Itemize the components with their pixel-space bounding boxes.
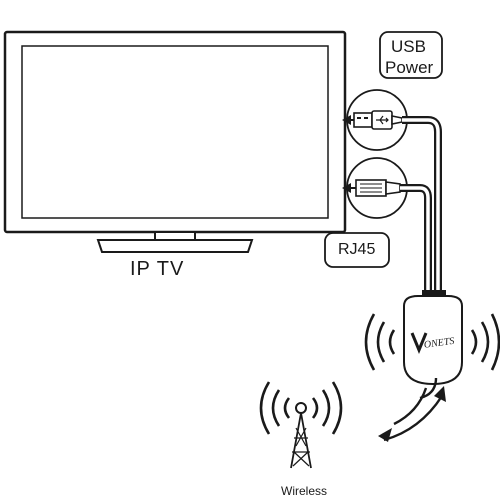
tv-stand-neck bbox=[154, 231, 196, 241]
tv-stand-base bbox=[96, 239, 254, 253]
wireless-antenna-icon bbox=[259, 381, 343, 469]
svg-text:ONETS: ONETS bbox=[423, 336, 455, 351]
wifi-bridge-device: ONETS bbox=[403, 290, 463, 386]
tv-label: IP TV bbox=[130, 258, 185, 280]
tv-monitor bbox=[3, 30, 347, 253]
rj45-callout bbox=[324, 157, 408, 268]
rj45-label: RJ45 bbox=[338, 241, 376, 258]
bidirectional-arrows-icon bbox=[383, 377, 444, 442]
tv-screen bbox=[21, 45, 329, 219]
usb-plug-icon bbox=[353, 110, 403, 130]
device-body bbox=[403, 295, 463, 386]
cables bbox=[400, 116, 442, 297]
usb-callout bbox=[342, 31, 443, 151]
wireless-label: Wireless bbox=[281, 484, 328, 498]
usb-label-line1: USB bbox=[391, 37, 426, 56]
vonets-logo: ONETS bbox=[410, 332, 455, 354]
usb-label-box bbox=[379, 31, 443, 79]
rj45-plug-icon bbox=[355, 179, 401, 197]
usb-label-line2: Power bbox=[385, 58, 434, 77]
device-signal-waves-icon bbox=[364, 313, 500, 371]
rj45-label-box bbox=[324, 232, 390, 268]
